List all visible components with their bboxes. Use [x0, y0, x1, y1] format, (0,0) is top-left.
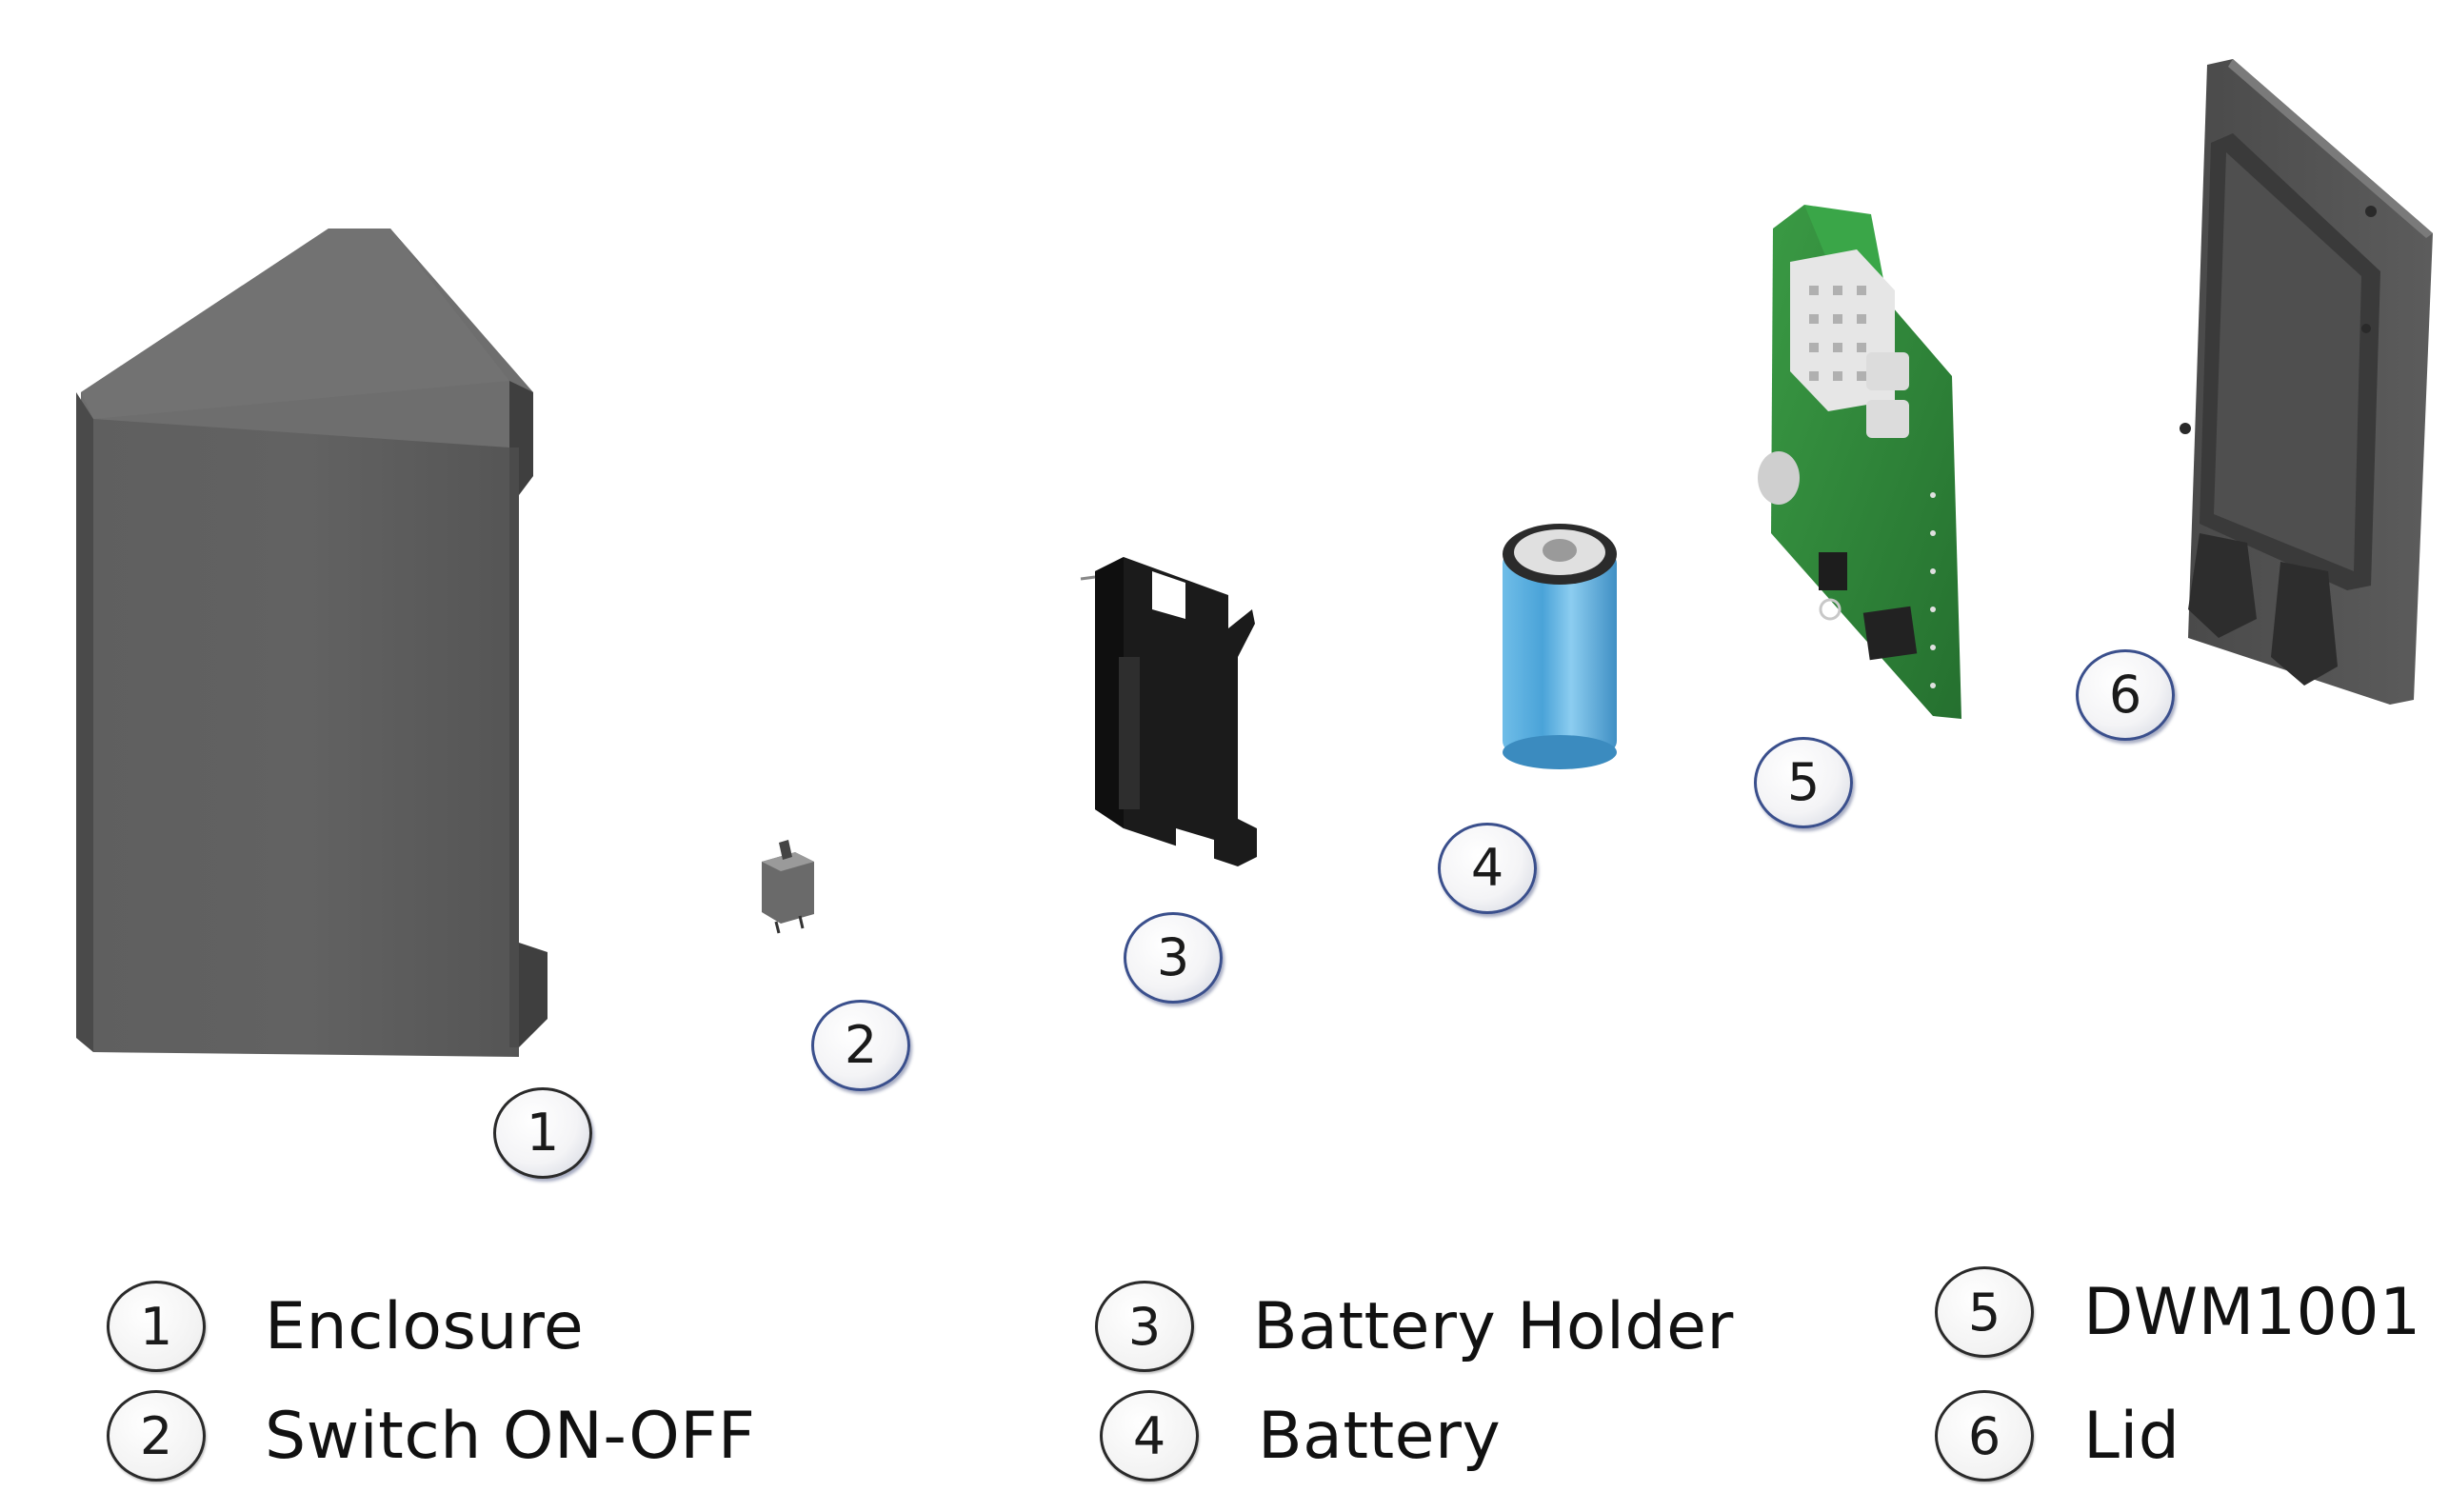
callout-5: 5	[1754, 737, 1853, 828]
enclosure-part	[76, 229, 548, 1057]
callout-6: 6	[2076, 649, 2175, 741]
callout-5-number: 5	[1786, 752, 1821, 812]
callout-4-number: 4	[1470, 838, 1504, 898]
callout-2: 2	[811, 1000, 910, 1091]
dwm1001-pcb-part	[1758, 205, 1961, 719]
legend-item-6: 6 Lid	[1935, 1390, 2180, 1482]
legend-number-badge: 3	[1095, 1281, 1194, 1372]
callout-3-number: 3	[1156, 927, 1190, 987]
legend-number-badge: 2	[107, 1390, 206, 1482]
callout-3: 3	[1124, 912, 1223, 1004]
callout-6-number: 6	[2108, 665, 2142, 725]
battery-holder-part	[1080, 557, 1257, 866]
callout-4: 4	[1438, 823, 1537, 914]
legend-number-badge: 5	[1935, 1266, 2034, 1358]
callout-2-number: 2	[844, 1015, 878, 1075]
legend-item-5: 5 DWM1001	[1935, 1266, 2421, 1358]
legend-label: DWM1001	[2083, 1274, 2421, 1350]
legend-item-3: 3 Battery Holder	[1095, 1281, 1734, 1372]
legend-item-4: 4 Battery	[1100, 1390, 1501, 1482]
legend-label: Switch ON-OFF	[265, 1398, 756, 1474]
callout-1: 1	[493, 1087, 592, 1179]
legend-label: Lid	[2083, 1398, 2180, 1474]
callout-1-number: 1	[526, 1103, 560, 1163]
legend-number-badge: 6	[1935, 1390, 2034, 1482]
battery-part	[1503, 524, 1617, 769]
legend-item-1: 1 Enclosure	[107, 1281, 584, 1372]
legend-label: Battery	[1258, 1398, 1502, 1474]
legend-label: Battery Holder	[1253, 1288, 1734, 1364]
legend-item-2: 2 Switch ON-OFF	[107, 1390, 756, 1482]
legend-number-badge: 1	[107, 1281, 206, 1372]
switch-part	[762, 840, 814, 934]
legend-label: Enclosure	[265, 1288, 585, 1364]
legend-number-badge: 4	[1100, 1390, 1199, 1482]
lid-part	[2180, 59, 2433, 705]
